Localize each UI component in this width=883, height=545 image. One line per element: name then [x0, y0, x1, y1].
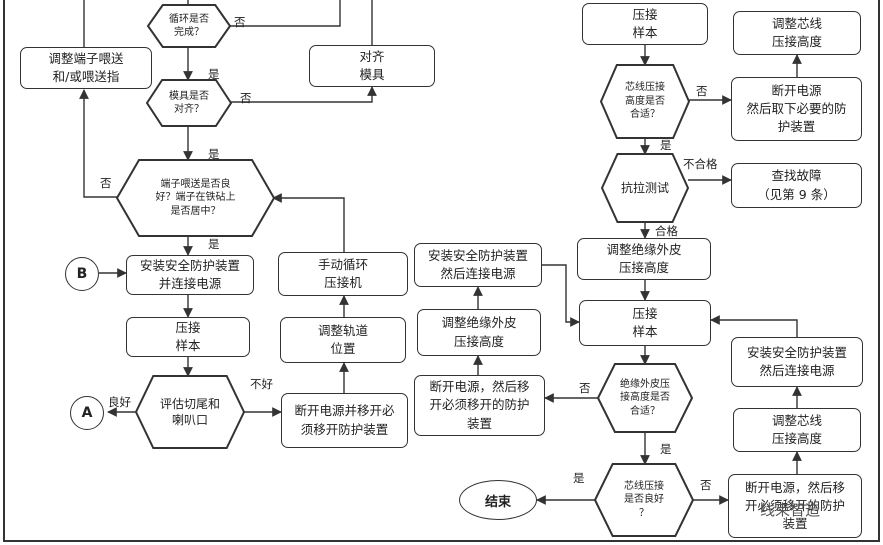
label-no-core-height: 否 [696, 84, 708, 98]
disconnect-guard-left-box: 断开电源并移开必 须移开防护装置 [281, 393, 408, 448]
adjust-feed-box: 调整端子喂送 和/或喂送指 [20, 47, 152, 89]
decision-pull-test: 抗拉测试 [602, 154, 688, 222]
decision-feed-ok: 端子喂送是否良 好？端子在铁砧上 是否居中？ [117, 160, 274, 236]
install-power-mid-box: 安装安全防护装置 然后连接电源 [414, 243, 542, 287]
manual-cycle-box: 手动循环 压接机 [278, 252, 408, 296]
end-terminal: 结束 [459, 480, 537, 520]
crimp-sample-mid-box: 压接 样本 [579, 300, 711, 346]
crimp-sample-left-box: 压接 样本 [126, 317, 250, 357]
label-no-die: 否 [240, 91, 252, 105]
label-fail: 不合格 [683, 157, 718, 171]
label-bad: 不好 [250, 377, 273, 391]
watermark: 线束智造 [760, 501, 821, 519]
align-die-box: 对齐 模具 [309, 45, 435, 87]
adjust-insul-right-box: 调整绝缘外皮 压接高度 [577, 238, 711, 280]
adjust-track-box: 调整轨道 位置 [280, 317, 406, 363]
decision-core-good: 芯线压接 是否良好 ？ [595, 464, 693, 536]
label-yes-insul: 是 [660, 442, 672, 456]
troubleshoot-box: 查找故障 （见第 9 条） [731, 163, 862, 208]
decision-cycle-done: 循环是否 完成？ [148, 5, 230, 47]
decision-evaluate-cut: 评估切尾和 喇叭口 [136, 376, 244, 448]
connector-b: B [65, 257, 99, 291]
adjust-core-right-box: 调整芯线 压接高度 [733, 408, 861, 452]
adjust-core-top-box: 调整芯线 压接高度 [733, 11, 861, 55]
label-yes-cycle: 是 [208, 67, 220, 81]
adjust-insul-mid-box: 调整绝缘外皮 压接高度 [417, 309, 541, 356]
decision-insul-height-ok: 绝缘外皮压 接高度是否 合适？ [598, 364, 692, 432]
label-yes-core-height: 是 [660, 138, 672, 152]
label-yes-die: 是 [208, 147, 220, 161]
disconnect-top-box: 断开电源 然后取下必要的防 护装置 [731, 77, 862, 141]
decision-die-aligned: 模具是否 对齐？ [147, 80, 231, 126]
disconnect-bottom-box: 断开电源，然后移 开必须移开的防护 装置 [728, 474, 862, 538]
crimp-sample-top-box: 压接 样本 [582, 3, 708, 45]
disconnect-mid-box: 断开电源，然后移 开必须移开的防护 装置 [414, 375, 545, 436]
label-good: 良好 [108, 395, 131, 409]
label-yes-core-good: 是 [573, 471, 585, 485]
install-power-right-box: 安装安全防护装置 然后连接电源 [731, 337, 863, 387]
label-no-cycle: 否 [234, 15, 246, 29]
install-power-left-box: 安装安全防护装置 并连接电源 [126, 255, 254, 295]
label-yes-feed: 是 [208, 237, 220, 251]
connector-a: A [70, 396, 104, 430]
decision-core-height-ok: 芯线压接 高度是否 合适？ [601, 65, 689, 138]
label-pass: 合格 [655, 224, 678, 238]
label-no-feed: 否 [100, 176, 112, 190]
page-frame [3, 0, 880, 542]
label-no-insul: 否 [579, 381, 591, 395]
label-no-core-good: 否 [700, 478, 712, 492]
